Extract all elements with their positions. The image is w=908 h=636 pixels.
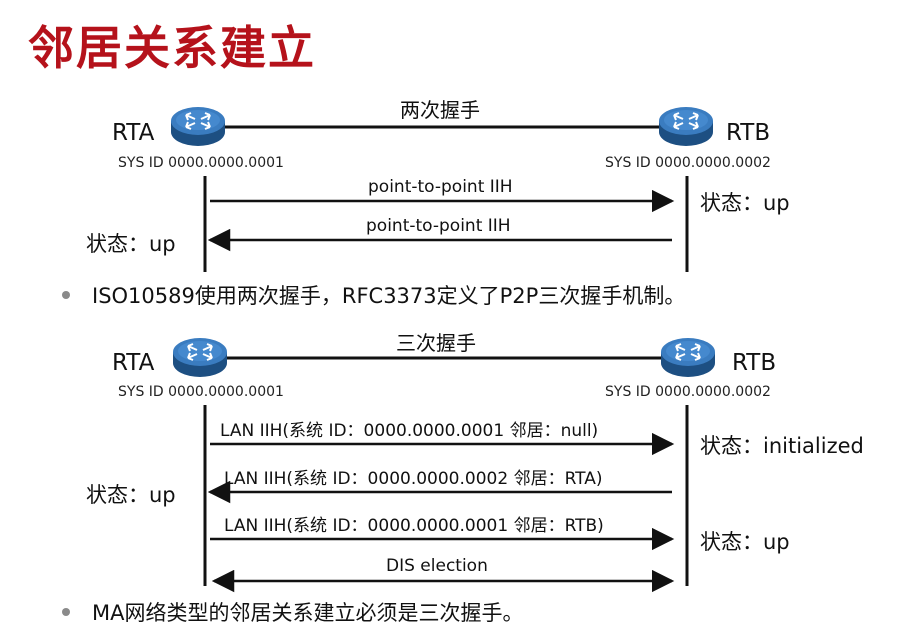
state-a: 状态：up	[86, 232, 176, 256]
bullet-dot	[62, 608, 70, 616]
router-a-name: RTA	[112, 120, 155, 146]
router-icon	[172, 337, 228, 378]
state-b-up: 状态：up	[700, 530, 790, 554]
router-icon	[170, 106, 226, 147]
bullet-text: MA网络类型的邻居关系建立必须是三次握手。	[62, 597, 523, 627]
page-title: 邻居关系建立	[28, 21, 316, 75]
bullet-text-2: MA网络类型的邻居关系建立必须是三次握手。	[92, 601, 524, 625]
router-icon	[658, 106, 714, 147]
message-label: point-to-point IIH	[368, 177, 513, 197]
message-label: LAN IIH(系统 ID：0000.0000.0001 邻居：RTB)	[224, 516, 604, 536]
router-b-sysid: SYS ID 0000.0000.0002	[605, 155, 771, 171]
state-b: 状态：up	[700, 191, 790, 215]
router-b-sysid: SYS ID 0000.0000.0002	[605, 384, 771, 400]
router-a-sysid: SYS ID 0000.0000.0001	[118, 384, 284, 400]
router-b-name: RTB	[732, 350, 777, 376]
router-b-name: RTB	[726, 120, 771, 146]
router-a-sysid: SYS ID 0000.0000.0001	[118, 155, 284, 171]
bullet-text-1: ISO10589使用两次握手，RFC3373定义了P2P三次握手机制。	[92, 284, 686, 308]
state-a: 状态：up	[86, 483, 176, 507]
router-a-name: RTA	[112, 350, 155, 376]
message-label: LAN IIH(系统 ID：0000.0000.0002 邻居：RTA)	[224, 469, 603, 489]
message-label: LAN IIH(系统 ID：0000.0000.0001 邻居：null)	[220, 421, 599, 441]
message-label: point-to-point IIH	[366, 216, 511, 236]
state-b-initialized: 状态：initialized	[700, 434, 864, 458]
bullet-text: ISO10589使用两次握手，RFC3373定义了P2P三次握手机制。	[62, 280, 685, 310]
message-label: DIS election	[386, 556, 488, 576]
handshake-label-three-way: 三次握手	[396, 331, 476, 355]
handshake-label-two-way: 两次握手	[400, 98, 480, 122]
router-icon	[660, 337, 716, 378]
bullet-dot	[62, 291, 70, 299]
